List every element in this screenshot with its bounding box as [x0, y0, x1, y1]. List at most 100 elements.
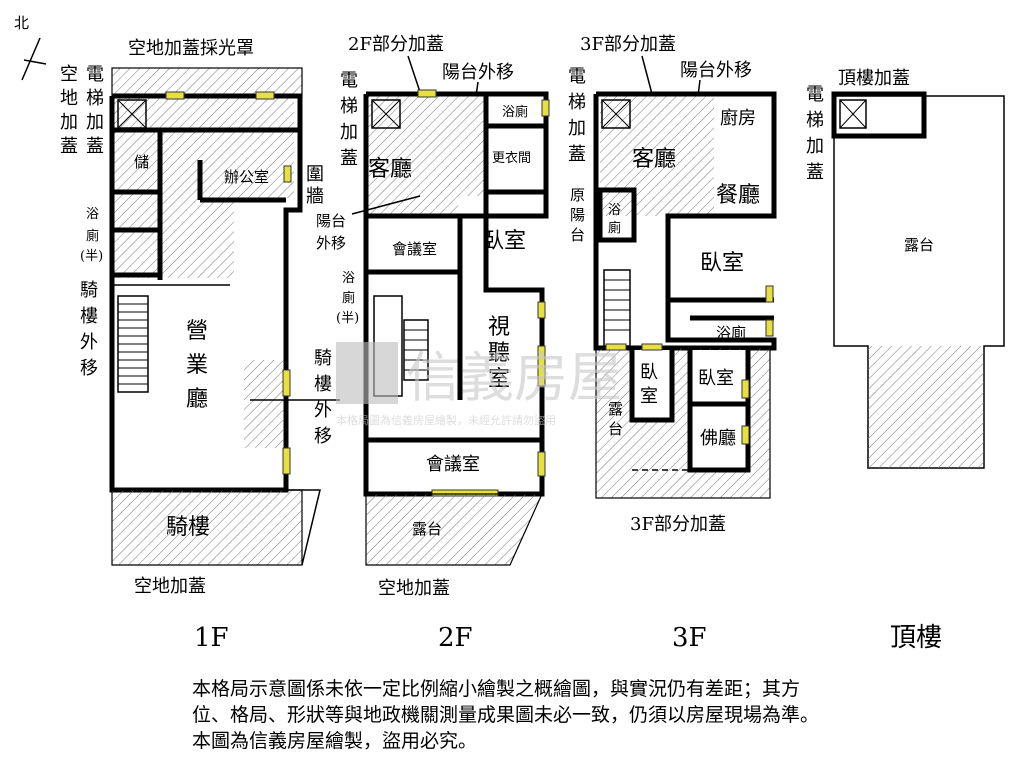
f1-title: 1F [194, 623, 229, 653]
svg-text:業: 業 [186, 353, 208, 378]
svg-text:視: 視 [488, 315, 510, 340]
watermark-sub: 本格局圖為信義房屋繪製，未經允許請勿盜用 [336, 413, 556, 427]
f2-elevator-label: 電 梯 加 蓋 [340, 70, 358, 169]
f3-bedroom1: 臥室 [700, 251, 744, 276]
f1-office: 辦公室 [224, 168, 269, 186]
f2-bath: 浴廁 [502, 104, 528, 120]
svg-text:陽台: 陽台 [316, 212, 346, 230]
svg-text:梯: 梯 [86, 88, 104, 109]
svg-text:廁: 廁 [86, 228, 99, 244]
f3-balcony-move: 陽台外移 [680, 60, 752, 81]
svg-text:浴: 浴 [608, 203, 621, 218]
svg-text:陽: 陽 [570, 206, 585, 224]
f2-title: 2F [438, 623, 473, 653]
f2-terrace: 露台 [412, 520, 442, 538]
svg-text:移: 移 [80, 358, 98, 379]
svg-text:蓋: 蓋 [806, 162, 824, 183]
f2-living: 客廳 [368, 157, 412, 182]
svg-text:浴: 浴 [342, 271, 355, 286]
svg-text:原: 原 [570, 186, 585, 204]
f3-kitchen: 廚房 [720, 107, 756, 129]
brand-logo-icon [336, 342, 398, 404]
svg-text:(半): (半) [80, 249, 103, 264]
svg-text:外移: 外移 [316, 234, 346, 252]
svg-text:露: 露 [608, 400, 623, 418]
brand-watermark: 信義房屋 本格局圖為信義房屋繪製，未經允許請勿盜用 [336, 342, 622, 427]
f3-elevator-label: 電 梯 加 蓋 [568, 66, 586, 165]
f2-av-room: 視 聽 室 [488, 315, 510, 392]
f1-arcade: 騎樓 [166, 515, 210, 540]
roof-elevator-label: 電 梯 加 蓋 [806, 84, 824, 183]
svg-text:加: 加 [340, 122, 358, 143]
svg-text:廳: 廳 [186, 387, 208, 412]
svg-text:廁: 廁 [608, 220, 621, 236]
svg-text:營: 營 [186, 319, 208, 344]
svg-text:加: 加 [806, 136, 824, 157]
f2-bedroom: 臥室 [482, 229, 526, 254]
f1-skylight-area [111, 67, 303, 97]
svg-text:廁: 廁 [342, 290, 355, 306]
f3-title: 3F [672, 623, 707, 653]
f2-terrace-area [365, 493, 543, 566]
f1-wall-label: 圍 牆 [306, 164, 324, 207]
f2-stairs [373, 295, 429, 397]
f1-arcade-extend-left: 騎 樓 外 移 [80, 280, 98, 379]
f1-business-hall: 營 業 廳 [186, 319, 208, 412]
svg-text:空: 空 [60, 64, 78, 85]
f2-balcony-move: 陽台外移 [442, 62, 514, 83]
f3-top-label: 3F部分加蓋 [580, 34, 676, 55]
f2-meeting-top: 會議室 [392, 240, 437, 258]
svg-text:室: 室 [488, 367, 510, 392]
svg-text:電: 電 [568, 66, 586, 87]
svg-text:牆: 牆 [306, 186, 324, 207]
svg-text:電: 電 [806, 84, 824, 105]
svg-text:聽: 聽 [488, 341, 510, 366]
f1-storage: 儲 [134, 153, 149, 171]
f2-top-label: 2F部分加蓋 [348, 34, 444, 55]
svg-text:騎: 騎 [80, 280, 98, 301]
svg-text:電: 電 [340, 70, 358, 91]
f1-bottom-label: 空地加蓋 [134, 576, 206, 597]
f3-bedroom2: 臥室 [698, 368, 734, 389]
f3-dining: 餐廳 [716, 183, 760, 208]
compass-north-icon: 北 [14, 14, 47, 81]
floor-2f-plan: 2F部分加蓋 陽台外移 電 梯 加 蓋 浴廁 客廳 更衣間 陽台 外移 會議室 … [316, 34, 550, 653]
f3-buddha: 佛廳 [700, 428, 736, 449]
disclaimer-line3: 本圖為信義房屋繪製，盜用必究。 [192, 730, 478, 752]
f3-orig-balcony: 原 陽 台 [570, 186, 585, 244]
f2-bath-half: 浴 廁 (半) [336, 271, 359, 326]
f2-balcony-out: 陽台 外移 [316, 212, 346, 252]
f1-bath-half-1: 浴 [86, 207, 99, 222]
svg-text:樓: 樓 [314, 374, 332, 395]
svg-text:電: 電 [86, 64, 104, 85]
f3-terrace: 露 台 [608, 400, 623, 438]
svg-text:室: 室 [640, 386, 658, 407]
f3-bath2: 浴廁 [716, 324, 746, 342]
f2-bottom-label: 空地加蓋 [378, 578, 450, 599]
svg-text:台: 台 [608, 420, 623, 438]
f1-stairs [117, 295, 149, 393]
svg-text:外: 外 [80, 332, 98, 353]
floor-3f-plan: 3F部分加蓋 陽台外移 電 梯 加 蓋 廚房 客廳 餐廳 原 陽 台 浴 廁 臥… [568, 34, 777, 653]
f1-arcade-extend-right: 騎 樓 外 移 [314, 348, 332, 447]
disclaimer: 本格局示意圖係未依一定比例縮小繪製之概繪圖，與實況仍有差距；其方 位、格局、形狀… [192, 676, 952, 754]
svg-text:騎: 騎 [314, 348, 332, 369]
svg-text:梯: 梯 [568, 92, 586, 113]
svg-text:梯: 梯 [340, 96, 358, 117]
svg-text:外: 外 [314, 400, 332, 421]
svg-text:蓋: 蓋 [86, 136, 104, 157]
svg-text:圍: 圍 [306, 164, 324, 185]
disclaimer-line1: 本格局示意圖係未依一定比例縮小繪製之概繪圖，與實況仍有差距；其方 [192, 678, 801, 700]
svg-text:加: 加 [60, 112, 78, 133]
f1-top-label: 空地加蓋採光罩 [128, 38, 254, 59]
roof-terrace: 露台 [904, 236, 934, 254]
svg-text:樓: 樓 [80, 306, 98, 327]
svg-text:加: 加 [86, 112, 104, 133]
f3-living: 客廳 [632, 147, 676, 172]
f3-bedroom-small: 臥 室 [640, 362, 658, 407]
f2-closet: 更衣間 [492, 150, 531, 166]
watermark-brand: 信義房屋 [406, 346, 622, 409]
svg-text:梯: 梯 [806, 110, 824, 131]
f2-meeting-bottom: 會議室 [426, 454, 480, 475]
